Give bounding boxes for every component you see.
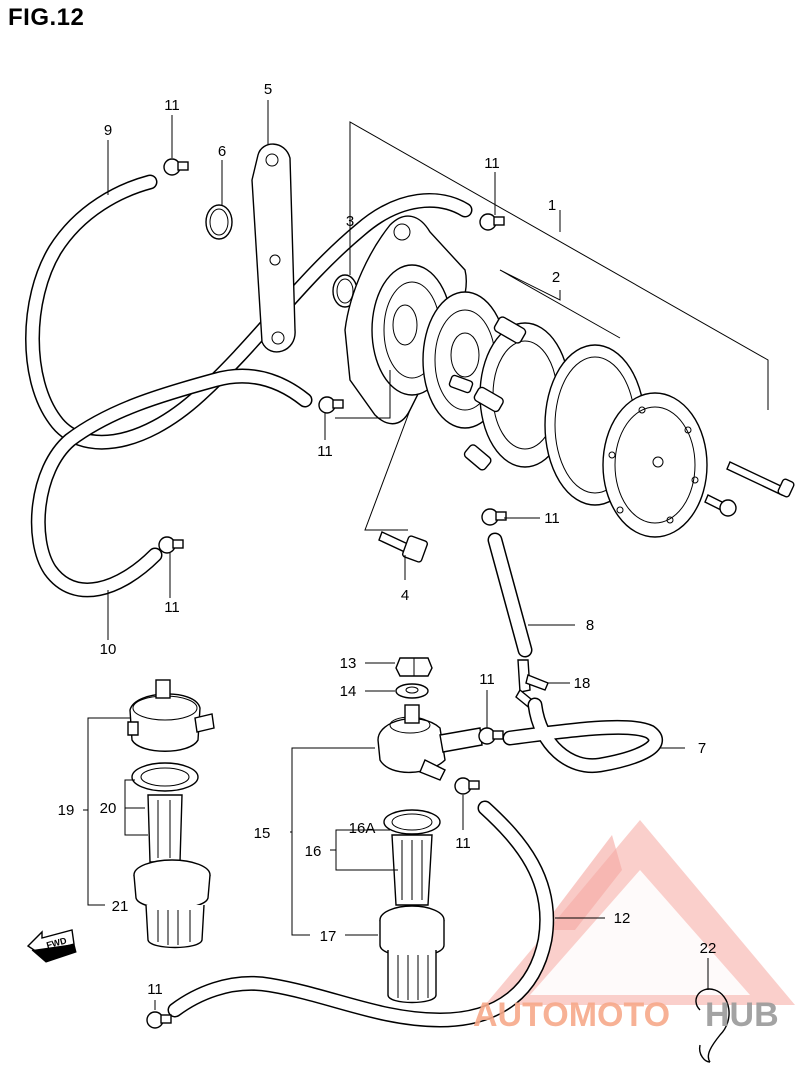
callout-16: 16 [305, 843, 322, 860]
callout-22: 22 [700, 940, 717, 957]
callout-11-d: 11 [164, 599, 180, 616]
callout-11-c: 11 [317, 443, 333, 460]
callout-10: 10 [100, 641, 117, 658]
callout-11-a: 11 [164, 97, 180, 114]
watermark-text: AUTOMOTO HUB [473, 996, 779, 1034]
callout-1: 1 [548, 197, 556, 214]
hose-7 [502, 697, 663, 774]
callout-4: 4 [401, 587, 409, 604]
callout-8: 8 [586, 617, 594, 634]
watermark-triangle [485, 820, 795, 1005]
clip-22 [695, 988, 730, 1063]
callout-12: 12 [614, 910, 631, 927]
clamp-11-h [146, 1011, 172, 1029]
callout-labels: 1 2 3 4 5 6 7 8 9 10 11 11 11 11 11 11 1… [58, 81, 717, 998]
callout-14: 14 [340, 683, 357, 700]
callout-2: 2 [552, 269, 560, 286]
figure-title: FIG.12 [8, 4, 85, 31]
callout-11-b: 11 [484, 155, 500, 172]
clamp-11-b [479, 213, 505, 231]
hose-8 [487, 532, 533, 658]
callout-21: 21 [112, 898, 129, 915]
long-screw [726, 461, 795, 498]
nut-13 [395, 657, 433, 677]
strainer-20 [131, 762, 199, 863]
watermark-text-a: AUTOMOTO [473, 996, 670, 1034]
callout-11-h: 11 [147, 981, 163, 998]
fuel-cock-19 [127, 679, 215, 752]
clamp-11-c [318, 396, 344, 414]
callout-15: 15 [254, 825, 271, 842]
callout-18: 18 [574, 675, 591, 692]
o-ring-6 [205, 204, 233, 240]
hose-9 [25, 174, 473, 450]
callout-20: 20 [100, 800, 117, 817]
callout-5: 5 [264, 81, 272, 98]
callout-11-e: 11 [544, 510, 560, 527]
clamp-11-g [454, 777, 480, 795]
leader-lines [83, 100, 769, 1010]
clamp-11-e [481, 508, 507, 526]
bracket-5 [251, 143, 296, 353]
bolt-4 [378, 531, 429, 563]
callout-11-g: 11 [455, 835, 471, 852]
callout-6: 6 [218, 143, 226, 160]
filter-cup-17 [379, 905, 445, 1004]
watermark-text-b: HUB [705, 996, 779, 1034]
callout-19: 19 [58, 802, 75, 819]
callout-13: 13 [340, 655, 357, 672]
fwd-arrow: FWD [26, 929, 77, 963]
fuel-pump-assembly [344, 215, 708, 538]
clamp-11-f [478, 727, 504, 745]
washer-14 [395, 683, 429, 699]
joint-18 [515, 659, 549, 711]
callout-3: 3 [346, 213, 354, 230]
clamp-11-d [158, 536, 184, 554]
filter-cup-21 [133, 859, 211, 949]
fuel-cock-15 [377, 704, 483, 781]
callout-9: 9 [104, 122, 112, 139]
hose-10 [30, 368, 313, 598]
callout-16A: 16A [349, 820, 376, 837]
hose-12 [167, 800, 555, 1028]
small-screw [704, 494, 737, 517]
callout-17: 17 [320, 928, 337, 945]
strainer-16 [383, 809, 441, 906]
callout-7: 7 [698, 740, 706, 757]
clamp-11-a [163, 158, 189, 176]
callout-11-f: 11 [479, 671, 495, 688]
